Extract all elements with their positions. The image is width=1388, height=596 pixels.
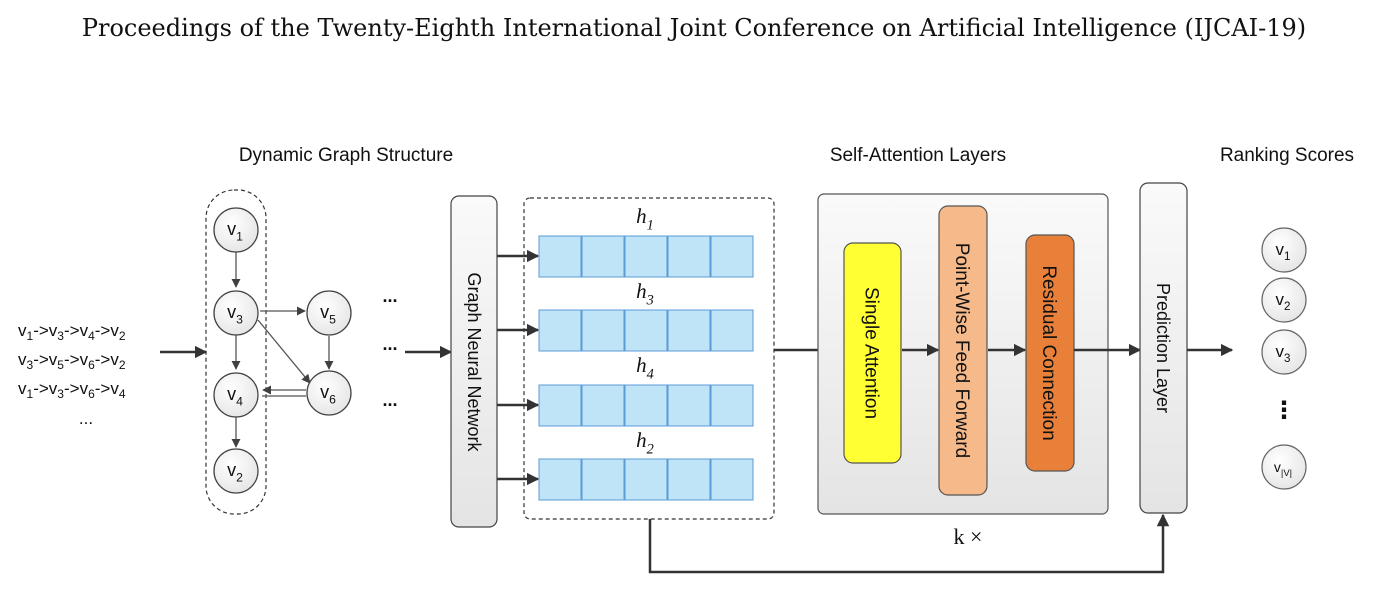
embedding-cell bbox=[624, 235, 668, 278]
sequence-3: v1->v3->v6->v4 bbox=[18, 379, 126, 401]
ranking-score-nodes: v1 v2 v3 v|V| bbox=[1261, 227, 1307, 490]
graph-nodes: v1 v3 v4 v2 v5 v6 bbox=[213, 207, 352, 494]
input-sequences: v1->v3->v4->v2 v3->v5->v6->v2 v1->v3->v6->… bbox=[18, 321, 126, 428]
graph-node-label: v2 bbox=[227, 460, 243, 484]
attention-blocks: Single Attention Point-Wise Feed Forward R… bbox=[843, 205, 1075, 496]
score-node-4: v|V| bbox=[1261, 444, 1307, 490]
score-node-2: v2 bbox=[1261, 277, 1307, 323]
graph-node-label: v5 bbox=[320, 302, 336, 326]
prediction-layer-label: Prediction Layer bbox=[1153, 283, 1173, 413]
graph-node-label: v1 bbox=[227, 219, 243, 243]
embedding-label: h3 bbox=[636, 279, 654, 308]
embedding-cell bbox=[667, 309, 711, 352]
graph-node-v4: v4 bbox=[213, 372, 259, 418]
embedding-label: h4 bbox=[636, 353, 654, 382]
section-title-graph: Dynamic Graph Structure bbox=[239, 145, 453, 166]
embedding-cell bbox=[581, 458, 625, 501]
score-node-3: v3 bbox=[1261, 329, 1307, 375]
attention-block-2: Point-Wise Feed Forward bbox=[938, 205, 988, 496]
score-node-label: v2 bbox=[1276, 290, 1291, 313]
embedding-cell bbox=[710, 235, 754, 278]
attention-block-3: Residual Connection bbox=[1025, 234, 1075, 472]
gnn-label: Graph Neural Network bbox=[464, 272, 484, 452]
embedding-group bbox=[523, 197, 775, 520]
embedding-rows: h1 h3 h4 h2 bbox=[538, 204, 754, 501]
skip-connection bbox=[648, 513, 1170, 574]
attention-block-label: Residual Connection bbox=[1038, 265, 1059, 440]
edge-v3-v6 bbox=[257, 319, 311, 384]
attention-block-1: Single Attention bbox=[843, 242, 902, 464]
gnn-output-arrows bbox=[497, 249, 540, 486]
embedding-cell bbox=[624, 458, 668, 501]
embedding-cell bbox=[581, 309, 625, 352]
embedding-cell bbox=[538, 235, 582, 278]
score-node-label: v3 bbox=[1276, 342, 1291, 365]
embedding-cell bbox=[667, 384, 711, 427]
graph-edges bbox=[231, 252, 334, 448]
graph-ellipsis-1: ... bbox=[382, 286, 397, 306]
gnn-box bbox=[450, 195, 498, 528]
embedding-cell bbox=[710, 384, 754, 427]
graph-node-label: v3 bbox=[227, 302, 243, 326]
embedding-cell bbox=[538, 458, 582, 501]
embedding-cell bbox=[538, 309, 582, 352]
graph-ellipsis-3: ... bbox=[382, 390, 397, 410]
embedding-row-3: h4 bbox=[538, 353, 754, 427]
score-node-label: v1 bbox=[1276, 240, 1291, 263]
embedding-cell bbox=[538, 384, 582, 427]
graph-node-v2: v2 bbox=[213, 448, 259, 494]
embedding-row-4: h2 bbox=[538, 428, 754, 501]
prediction-layer-box bbox=[1139, 182, 1188, 514]
section-title-ranking: Ranking Scores bbox=[1220, 145, 1354, 166]
embedding-cell bbox=[667, 458, 711, 501]
embedding-cell bbox=[624, 384, 668, 427]
graph-node-label: v4 bbox=[227, 384, 243, 408]
graph-node-group bbox=[205, 189, 267, 515]
section-title-attention: Self-Attention Layers bbox=[830, 145, 1006, 166]
graph-node-v5: v5 bbox=[306, 290, 352, 336]
graph-node-v3: v3 bbox=[213, 290, 259, 336]
sequence-1: v1->v3->v4->v2 bbox=[18, 321, 126, 343]
embedding-cell bbox=[624, 309, 668, 352]
score-node-1: v1 bbox=[1261, 227, 1307, 273]
embedding-cell bbox=[581, 235, 625, 278]
embedding-cell bbox=[710, 458, 754, 501]
embedding-row-2: h3 bbox=[538, 279, 754, 352]
embedding-label: h2 bbox=[636, 428, 654, 457]
page-header: Proceedings of the Twenty-Eighth Interna… bbox=[81, 14, 1307, 42]
graph-node-label: v6 bbox=[320, 382, 336, 406]
embedding-cell bbox=[667, 235, 711, 278]
embedding-row-1: h1 bbox=[538, 204, 754, 278]
scores-ellipsis: ⋮ bbox=[1272, 397, 1296, 424]
embedding-label: h1 bbox=[636, 204, 654, 233]
repeat-label: k × bbox=[954, 524, 983, 549]
attention-block-label: Point-Wise Feed Forward bbox=[951, 243, 972, 458]
embedding-cell bbox=[581, 384, 625, 427]
graph-node-v1: v1 bbox=[213, 207, 259, 253]
embedding-cell bbox=[710, 309, 754, 352]
graph-ellipsis-2: ... bbox=[382, 334, 397, 354]
score-node-label: v|V| bbox=[1274, 459, 1292, 479]
graph-node-v6: v6 bbox=[306, 370, 352, 416]
sequence-2: v3->v5->v6->v2 bbox=[18, 350, 126, 372]
sequence-more: ... bbox=[79, 409, 93, 428]
attention-block-label: Single Attention bbox=[861, 287, 882, 419]
